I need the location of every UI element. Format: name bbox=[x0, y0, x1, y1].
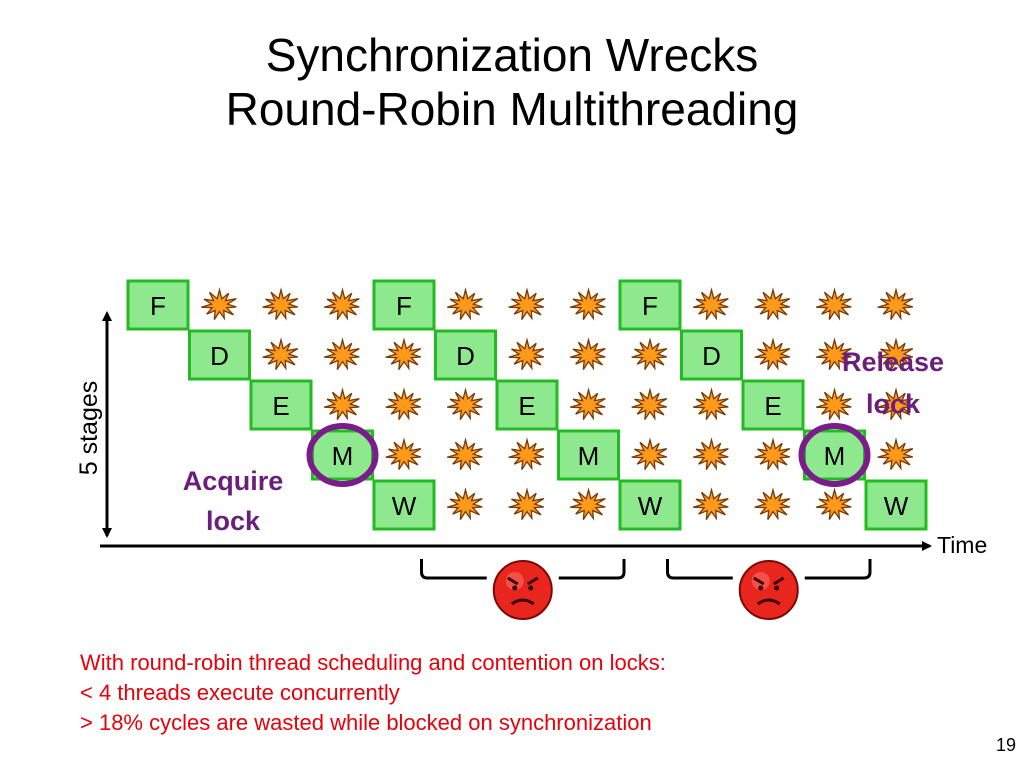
release-lock-ring bbox=[798, 423, 871, 487]
stage-label: F bbox=[396, 291, 412, 321]
axes-layer bbox=[100, 311, 932, 551]
stall-burst-icon bbox=[508, 337, 545, 371]
stage-label: D bbox=[456, 341, 475, 371]
stall-burst-icon bbox=[816, 287, 852, 321]
stall-burst-icon bbox=[324, 387, 360, 421]
note-line-2: < 4 threads execute concurrently bbox=[80, 680, 400, 705]
stall-burst-icon bbox=[508, 287, 545, 321]
stage-layer: F D E M W F D E M W F D E M W bbox=[126, 279, 928, 531]
stall-burst-icon bbox=[816, 387, 852, 421]
stall-burst-icon bbox=[385, 437, 422, 471]
stage-box-w: W bbox=[372, 479, 436, 531]
stall-burst-icon bbox=[262, 337, 299, 371]
stage-box-w: W bbox=[618, 479, 682, 531]
stall-burst-icon bbox=[877, 287, 914, 321]
stage-box-d: D bbox=[680, 329, 743, 381]
x-axis-label: Time bbox=[937, 532, 987, 558]
stage-box-d: D bbox=[188, 329, 251, 381]
stall-burst-icon bbox=[693, 387, 729, 421]
stall-burst-icon bbox=[385, 337, 422, 371]
stall-burst-icon bbox=[447, 387, 483, 421]
stall-burst-icon bbox=[693, 437, 729, 471]
stage-label: M bbox=[578, 441, 600, 471]
stage-label: W bbox=[638, 491, 663, 521]
stall-burst-icon bbox=[262, 287, 299, 321]
stall-burst-icon bbox=[201, 287, 237, 321]
title-line-1: Synchronization Wrecks bbox=[265, 29, 759, 81]
stage-box-f: F bbox=[618, 279, 682, 331]
stage-box-f: F bbox=[372, 279, 436, 331]
wasted-cycles-brace bbox=[666, 559, 872, 580]
note-line-3: > 18% cycles are wasted while blocked on… bbox=[80, 710, 652, 735]
stall-burst-icon bbox=[324, 337, 360, 371]
stall-burst-icon bbox=[508, 437, 545, 471]
angry-face-icon bbox=[492, 560, 553, 620]
stage-box-e: E bbox=[249, 379, 313, 431]
acquire-lock-label-line2: lock bbox=[206, 506, 261, 536]
stage-label: M bbox=[824, 441, 846, 471]
stall-burst-icon bbox=[508, 487, 545, 521]
stage-label: E bbox=[518, 391, 535, 421]
stage-label: M bbox=[332, 441, 354, 471]
stall-burst-icon bbox=[447, 487, 483, 521]
stall-burst-icon bbox=[816, 487, 852, 521]
stall-burst-icon bbox=[324, 287, 360, 321]
stage-label: F bbox=[642, 291, 658, 321]
stall-burst-icon bbox=[877, 437, 914, 471]
stage-label: W bbox=[884, 491, 909, 521]
stage-box-m: M bbox=[803, 429, 866, 481]
stage-box-m: M bbox=[311, 429, 374, 481]
stage-label: E bbox=[272, 391, 289, 421]
stage-box-w: W bbox=[864, 479, 928, 531]
stall-burst-icon bbox=[631, 437, 668, 471]
stage-box-f: F bbox=[126, 279, 190, 331]
stall-burst-icon bbox=[631, 387, 668, 421]
stall-burst-icon bbox=[385, 387, 422, 421]
stall-burst-icon bbox=[754, 287, 791, 321]
y-axis-label: 5 stages bbox=[75, 381, 103, 476]
stall-burst-icon bbox=[754, 337, 791, 371]
title-line-2: Round-Robin Multithreading bbox=[225, 83, 799, 135]
stage-label: D bbox=[702, 341, 721, 371]
stall-burst-icon bbox=[447, 437, 483, 471]
release-lock-label-line1: Release bbox=[842, 347, 944, 377]
stage-box-d: D bbox=[434, 329, 497, 381]
stage-label: W bbox=[392, 491, 417, 521]
stall-burst-icon bbox=[570, 287, 606, 321]
slide-title: Synchronization Wrecks Round-Robin Multi… bbox=[0, 28, 1024, 136]
notes-block: With round-robin thread scheduling and c… bbox=[80, 648, 666, 738]
lock-ring-layer bbox=[306, 423, 871, 487]
stage-box-e: E bbox=[741, 379, 805, 431]
page-number: 19 bbox=[995, 735, 1016, 755]
stall-burst-icon bbox=[754, 487, 791, 521]
stall-burst-icon bbox=[570, 387, 606, 421]
stall-layer bbox=[201, 287, 914, 521]
stall-burst-icon bbox=[447, 287, 483, 321]
release-lock-label-line2: lock bbox=[866, 389, 921, 419]
stage-box-m: M bbox=[557, 429, 620, 481]
stall-burst-icon bbox=[570, 337, 606, 371]
stall-burst-icon bbox=[693, 287, 729, 321]
stage-box-e: E bbox=[495, 379, 559, 431]
stage-label: D bbox=[210, 341, 229, 371]
stall-burst-icon bbox=[693, 487, 729, 521]
stage-label: F bbox=[150, 291, 166, 321]
acquire-lock-label-line1: Acquire bbox=[183, 466, 284, 496]
acquire-lock-ring bbox=[306, 423, 379, 487]
note-line-1: With round-robin thread scheduling and c… bbox=[80, 650, 666, 675]
wasted-cycles-brace bbox=[420, 559, 626, 580]
stall-burst-icon bbox=[816, 337, 852, 371]
stage-label: E bbox=[764, 391, 781, 421]
stall-burst-icon bbox=[570, 487, 606, 521]
angry-face-icon bbox=[738, 560, 799, 620]
stall-burst-icon bbox=[631, 337, 668, 371]
wasted-interval-layer bbox=[420, 559, 872, 620]
stall-burst-icon bbox=[877, 337, 914, 371]
stall-burst-icon bbox=[754, 437, 791, 471]
stall-burst-icon bbox=[877, 387, 914, 421]
